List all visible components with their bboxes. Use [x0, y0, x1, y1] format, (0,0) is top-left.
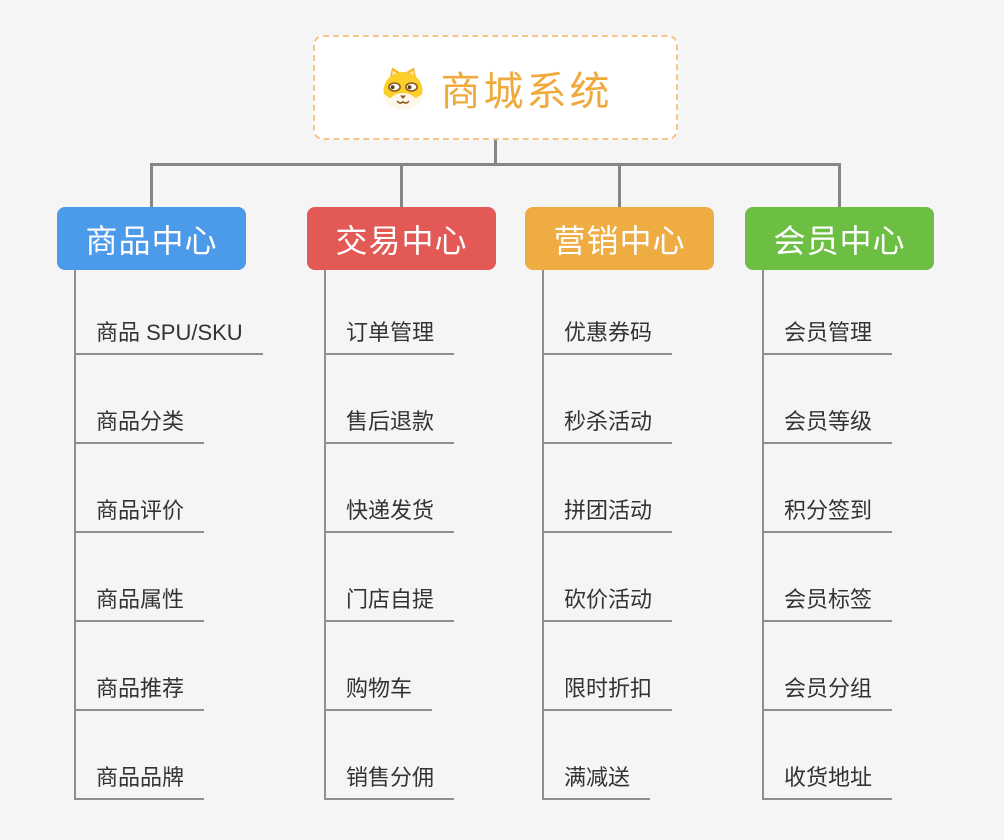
branch-node-member-center[interactable]: 会员中心: [745, 207, 934, 270]
topic-item[interactable]: 快递发货: [324, 497, 455, 533]
topic-item[interactable]: 门店自提: [324, 586, 455, 622]
branch-node-marketing-center[interactable]: 营销中心: [525, 207, 714, 270]
topic-item[interactable]: 商品分类: [74, 408, 205, 444]
topic-item[interactable]: 商品属性: [74, 586, 205, 622]
branch-member-center: 会员中心 会员管理 会员等级 积分签到 会员标签 会员分组 收货地址: [745, 163, 934, 840]
topic-item[interactable]: 会员分组: [762, 675, 893, 711]
topic-item[interactable]: 秒杀活动: [542, 408, 673, 444]
topic-item[interactable]: 商品推荐: [74, 675, 205, 711]
root-node-title: 商城系统: [440, 69, 613, 114]
topic-item[interactable]: 满减送: [542, 764, 651, 800]
topic-item[interactable]: 会员标签: [762, 586, 893, 622]
topic-item[interactable]: 砍价活动: [542, 586, 673, 622]
connector-root-stem: [494, 140, 497, 163]
connector-horizontal-rail: [151, 163, 841, 166]
connector-branch-vline: [324, 270, 326, 800]
connector-drop: [400, 163, 403, 207]
branch-marketing-center: 营销中心 优惠券码 秒杀活动 拼团活动 砍价活动 限时折扣 满减送: [525, 163, 714, 840]
connector-branch-vline: [74, 270, 76, 800]
root-node-mall-system[interactable]: 商城系统: [313, 35, 678, 140]
topic-item[interactable]: 商品评价: [74, 497, 205, 533]
topic-item[interactable]: 销售分佣: [324, 764, 455, 800]
branch-product-center: 商品中心 商品 SPU/SKU 商品分类 商品评价 商品属性 商品推荐 商品品牌: [57, 163, 263, 840]
connector-branch-vline: [542, 270, 544, 800]
topic-item[interactable]: 优惠券码: [542, 319, 673, 355]
connector-drop: [618, 163, 621, 207]
topic-item[interactable]: 积分签到: [762, 497, 893, 533]
topic-item[interactable]: 会员等级: [762, 408, 893, 444]
connector-branch-vline: [762, 270, 764, 800]
branch-trade-center: 交易中心 订单管理 售后退款 快递发货 门店自提 购物车 销售分佣: [307, 163, 496, 840]
topic-item[interactable]: 售后退款: [324, 408, 455, 444]
branch-node-product-center[interactable]: 商品中心: [57, 207, 246, 270]
topic-item[interactable]: 商品品牌: [74, 764, 205, 800]
dog-face-icon: [383, 67, 422, 109]
topic-item[interactable]: 会员管理: [762, 319, 893, 355]
connector-drop: [150, 163, 153, 207]
branch-node-trade-center[interactable]: 交易中心: [307, 207, 496, 270]
topic-item[interactable]: 购物车: [324, 675, 433, 711]
topic-item[interactable]: 拼团活动: [542, 497, 673, 533]
topic-item[interactable]: 订单管理: [324, 319, 455, 355]
topic-item[interactable]: 限时折扣: [542, 675, 673, 711]
topic-item[interactable]: 商品 SPU/SKU: [74, 319, 263, 355]
topic-item[interactable]: 收货地址: [762, 764, 893, 800]
connector-drop: [838, 163, 841, 207]
